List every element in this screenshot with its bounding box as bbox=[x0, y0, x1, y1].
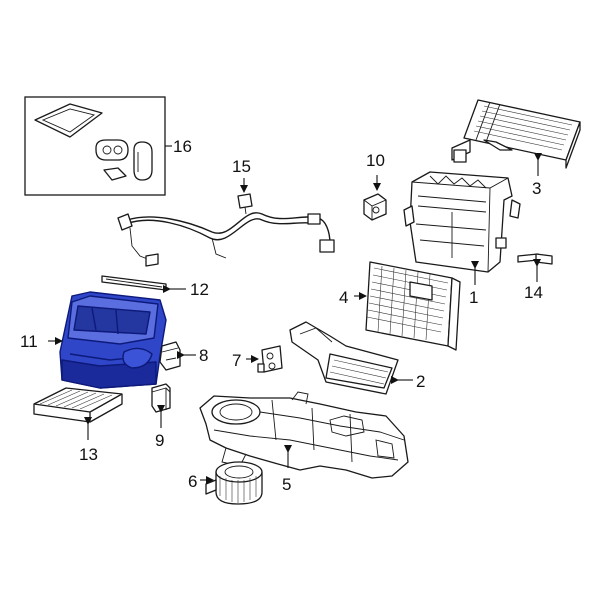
blower-housing-part-highlighted bbox=[59, 291, 167, 389]
evaporator-core-part bbox=[365, 261, 461, 351]
callout-1: 1 bbox=[469, 288, 478, 307]
callout-15: 15 bbox=[232, 157, 251, 176]
callout-8: 8 bbox=[199, 346, 208, 365]
seal-kit-inset bbox=[24, 96, 166, 196]
callout-7: 7 bbox=[232, 351, 241, 370]
callout-2: 2 bbox=[416, 372, 425, 391]
evaporator-housing-part bbox=[403, 171, 521, 273]
actuator-part bbox=[363, 193, 387, 221]
callout-4: 4 bbox=[339, 288, 348, 307]
callout-6: 6 bbox=[188, 472, 197, 491]
callout-5: 5 bbox=[282, 475, 291, 494]
callout-16: 16 bbox=[173, 137, 192, 156]
callout-10: 10 bbox=[366, 151, 385, 170]
filter-door-part bbox=[101, 275, 167, 291]
cabin-air-filter-part bbox=[33, 387, 123, 423]
callout-14: 14 bbox=[524, 283, 543, 302]
callout-9: 9 bbox=[155, 431, 164, 450]
heater-core-part bbox=[451, 99, 581, 169]
blower-resistor-part bbox=[151, 383, 171, 413]
wiring-harness-part bbox=[117, 193, 335, 267]
callout-13: 13 bbox=[79, 445, 98, 464]
sensor-part bbox=[517, 253, 553, 265]
bracket-part bbox=[159, 341, 181, 371]
callout-3: 3 bbox=[532, 179, 541, 198]
expansion-valve-part bbox=[257, 345, 283, 373]
blower-motor-part bbox=[205, 461, 263, 505]
callout-12: 12 bbox=[190, 280, 209, 299]
hvac-main-housing-part bbox=[199, 391, 409, 479]
evaporator-cover-part bbox=[289, 321, 399, 395]
callout-11: 11 bbox=[20, 332, 38, 351]
